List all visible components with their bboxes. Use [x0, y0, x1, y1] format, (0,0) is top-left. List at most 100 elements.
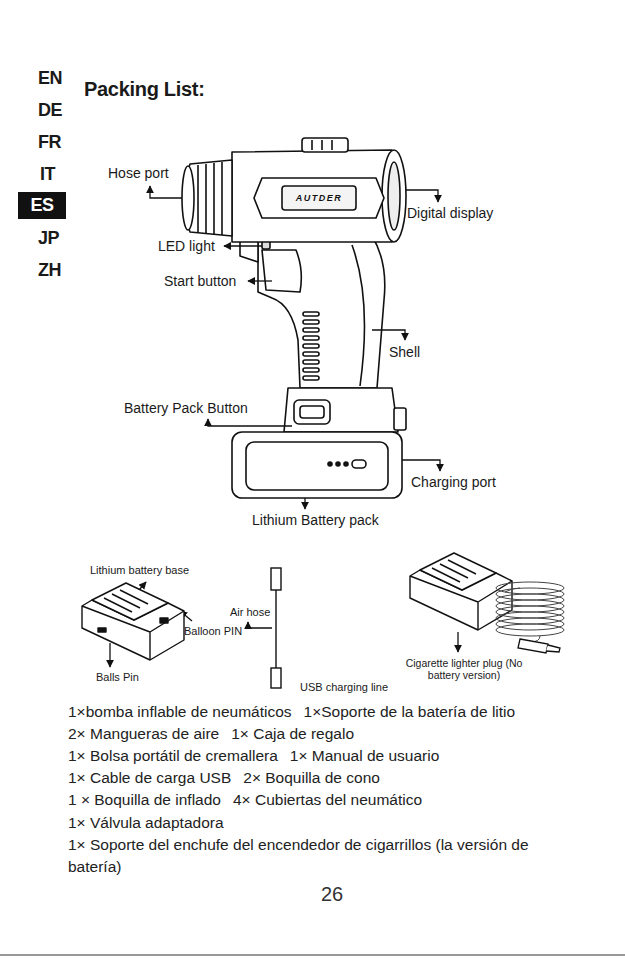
leader-line: [224, 245, 262, 246]
leader-line: [406, 190, 438, 202]
packing-list-item: 2× Boquilla de cono: [243, 769, 380, 786]
leader-line: [402, 460, 440, 471]
battery-top: [284, 388, 398, 432]
part-name: LED light: [158, 238, 215, 254]
plug-body: [518, 639, 548, 653]
part-name: Hose port: [108, 165, 169, 181]
packing-list-row: 1× Válvula adaptadora: [68, 812, 568, 834]
display-cap: [382, 150, 406, 242]
part-name: Balls Pin: [96, 671, 139, 684]
part-name: Start button: [164, 273, 236, 289]
battery-edge: [410, 576, 512, 630]
level-dot: [344, 462, 348, 466]
coiled-cable: [496, 582, 564, 642]
packing-list-item: 1×bomba inflable de neumáticos: [68, 703, 292, 720]
part-name: Lithium Battery pack: [252, 512, 379, 528]
inflator-drawing: [182, 138, 406, 498]
part-name: Battery Pack Button: [124, 400, 248, 416]
page-rule: [0, 955, 625, 956]
packing-list-item: 1× Caja de regalo: [231, 725, 354, 742]
handle-shell: [258, 236, 385, 388]
battery-pin: [98, 628, 106, 632]
level-dot: [328, 462, 332, 466]
leader-line: [248, 622, 272, 628]
language-tab: ZH: [38, 260, 61, 281]
shell-seam: [352, 245, 365, 386]
leader-line: [109, 643, 110, 667]
charge-led: [352, 460, 366, 468]
coil: [496, 624, 564, 636]
language-tab: DE: [38, 100, 62, 121]
level-dot: [336, 462, 340, 466]
battery-face: [246, 442, 388, 490]
display-bezel: [254, 178, 384, 218]
trigger: [262, 250, 301, 292]
plug-tip: [546, 645, 560, 652]
hose-end: [271, 668, 281, 688]
lighter-plug: [518, 639, 560, 653]
packing-list-item: 1× Manual de usuario: [290, 747, 440, 764]
battery-rails: [432, 560, 476, 582]
part-name: Shell: [389, 344, 420, 360]
part-name: Balloon PIN: [184, 625, 242, 638]
button-inner: [300, 406, 324, 418]
packing-list-item: 1 × Boquilla de inflado: [68, 791, 221, 808]
packing-list-row: 1× Cable de carga USB 2× Boquilla de cono: [68, 767, 568, 789]
nozzle-ridges: [198, 162, 222, 235]
part-name: Air hose: [230, 606, 270, 619]
page-title: Packing List:: [84, 78, 205, 101]
leader-line: [150, 186, 182, 198]
page-number: 26: [300, 883, 364, 906]
language-tab: JP: [38, 228, 59, 249]
part-name: USB charging line: [300, 681, 388, 694]
packing-list-item: 1× Bolsa portátil de cremallera: [68, 747, 278, 764]
part-name: Charging port: [411, 474, 496, 490]
language-tab: IT: [40, 164, 55, 185]
packing-list-row: 1× Bolsa portátil de cremallera 1× Manual…: [68, 745, 568, 767]
air-hose-drawing: [271, 568, 281, 688]
leader-line: [248, 280, 272, 281]
part-name: Digital display: [407, 205, 493, 221]
part-name: Lithium battery base: [90, 564, 189, 577]
brand-panel: [282, 186, 356, 210]
battery-pack: [232, 432, 402, 498]
grip-ridges: [303, 312, 319, 380]
battery-pin: [160, 618, 168, 623]
battery-base-drawing: [82, 583, 184, 660]
brand-logo: AUTDER: [282, 193, 356, 203]
packing-list-item: 4× Cubiertas del neumático: [233, 791, 422, 808]
leader-line: [457, 632, 458, 652]
packing-list-item: 2× Mangueras de aire: [68, 725, 219, 742]
packing-list-row: 1 × Boquilla de inflado 4× Cubiertas del …: [68, 789, 568, 811]
packing-list-row: 1×bomba inflable de neumáticos 1×Soporte …: [68, 701, 568, 723]
hose: [275, 590, 276, 668]
packing-list-item: 1× Válvula adaptadora: [68, 814, 224, 831]
tab-label: ES: [30, 195, 53, 216]
packing-list-row: 1× Soporte del enchufe del encendedor de…: [68, 834, 563, 878]
battery-release-button: [294, 400, 330, 424]
top-knob: [302, 138, 348, 152]
battery-clip: [394, 408, 406, 430]
part-name: Cigarette lighter plug (No battery versi…: [398, 657, 530, 681]
nozzle-rim: [182, 166, 194, 230]
packing-list-item: 1× Cable de carga USB: [68, 769, 231, 786]
leader-line: [208, 419, 292, 426]
display-glass: [388, 162, 400, 230]
battery-base-rails: [104, 590, 148, 612]
leader-lines: [110, 186, 458, 667]
language-tab: EN: [38, 68, 62, 89]
leader-line: [372, 330, 405, 340]
knob-ridges: [312, 140, 332, 150]
language-tab: FR: [38, 132, 61, 153]
packing-list-row: 2× Mangueras de aire 1× Caja de regalo: [68, 723, 568, 745]
battery-base-edge: [82, 606, 184, 660]
hose-end: [271, 568, 281, 590]
packing-list-item: 1× Soporte del enchufe del encendedor de…: [68, 836, 529, 875]
active-language-tab: ES: [18, 192, 66, 219]
neck: [240, 240, 258, 262]
head-body: [232, 150, 400, 242]
leader-line: [304, 498, 305, 509]
packing-list-item: 1×Soporte de la batería de litio: [304, 703, 516, 720]
lighter-version-battery: [410, 553, 512, 630]
